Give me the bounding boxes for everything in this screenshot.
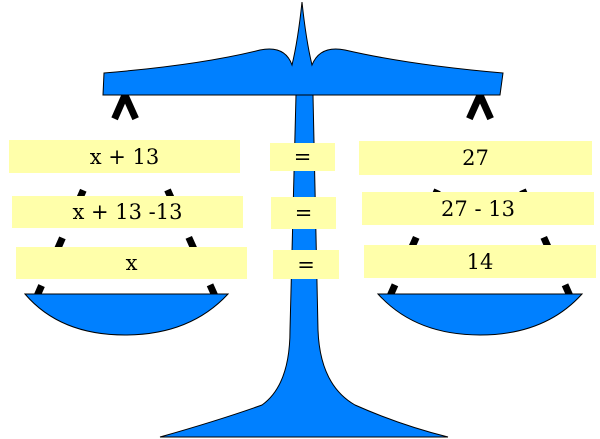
right-expression-3: 14 — [364, 245, 596, 278]
left-expression-2: x + 13 -13 — [12, 196, 243, 228]
equals-sign-1: = — [270, 143, 335, 171]
right-pan — [376, 293, 584, 336]
right-expression-2: 27 - 13 — [362, 192, 594, 225]
equals-sign-2: = — [271, 197, 336, 229]
right-expression-1: 27 — [359, 141, 592, 175]
equals-sign-3: = — [273, 250, 339, 279]
scale-beam — [102, 1, 504, 96]
left-expression-1: x + 13 — [9, 140, 240, 173]
left-expression-3: x — [16, 247, 247, 279]
left-pan — [23, 293, 230, 336]
